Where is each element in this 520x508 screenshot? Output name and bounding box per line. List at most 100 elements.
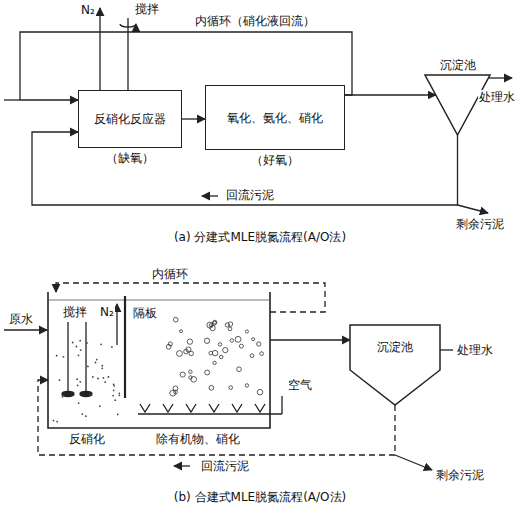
- sludge-dot: [92, 376, 94, 378]
- air-bubble: [170, 390, 176, 396]
- diffuser: [140, 404, 150, 412]
- air-bubble: [250, 354, 254, 358]
- air-bubble: [260, 352, 264, 356]
- air-bubble: [209, 385, 214, 390]
- sludge-dot: [56, 421, 58, 423]
- node-heading: （好氧）: [251, 153, 299, 167]
- rotation-arrow: [120, 24, 136, 27]
- gas-arrow: [99, 8, 100, 90]
- air-bubble: [209, 351, 213, 355]
- diffuser: [255, 404, 265, 412]
- anoxic-reactor: 反硝化反应器（缺氧）: [78, 90, 182, 148]
- air-bubble: [239, 344, 243, 348]
- air-bubble: [252, 338, 255, 341]
- sludge-dot: [104, 381, 106, 383]
- air-bubble: [187, 339, 192, 344]
- waste-sludge-label: 剩余污泥: [455, 217, 505, 231]
- sludge-dot: [81, 413, 83, 415]
- sludge-dot: [62, 396, 64, 398]
- air-bubble: [166, 344, 171, 349]
- node-label: 反硝化反应器: [94, 112, 166, 126]
- air-bubble: [218, 343, 221, 346]
- stirrer-label: 搅拌: [134, 2, 160, 16]
- sludge-dot: [95, 362, 97, 364]
- air-pipe: [281, 396, 282, 414]
- gas-arrow: [116, 304, 117, 345]
- sludge-dot: [99, 405, 101, 407]
- effluent-pipe: [488, 77, 512, 78]
- baffle-label: 隔板: [132, 306, 158, 320]
- air-bubbles: [166, 317, 263, 396]
- sludge-dot: [78, 355, 80, 357]
- air-bubble: [235, 336, 241, 342]
- sludge-dot: [108, 376, 110, 378]
- figure-caption: (a) 分建式MLE脱氮流程(A/O法): [173, 230, 347, 244]
- outline: [350, 325, 440, 405]
- flow-connector: [345, 94, 436, 95]
- node-label: 沉淀池: [377, 340, 413, 354]
- flow-connector: [38, 380, 395, 455]
- air-bubble: [230, 339, 234, 343]
- sludge-dot: [114, 399, 116, 401]
- connector-label: 回流污泥: [225, 188, 275, 202]
- stirrer-propeller: [80, 392, 92, 397]
- sludge-dot: [86, 342, 88, 344]
- water-surface: [48, 300, 270, 301]
- stirrer-label: 搅拌: [62, 305, 88, 319]
- influent-pipe: [4, 99, 20, 100]
- tank-wall: [48, 292, 270, 428]
- stirrer-shaft: [67, 322, 68, 392]
- baffle: [124, 296, 126, 398]
- gas-label: N₂: [80, 3, 96, 17]
- air-label: 空气: [287, 378, 313, 392]
- air-bubble: [179, 330, 182, 333]
- diffuser: [209, 404, 219, 412]
- node-heading: （缺氧）: [106, 151, 154, 165]
- sludge-dot: [72, 342, 74, 344]
- sludge-dot: [111, 346, 113, 348]
- aerobic-tank: 氧化、氨化、硝化（好氧）: [205, 85, 345, 150]
- outline: [425, 75, 490, 135]
- air-bubble: [191, 377, 197, 383]
- connector-label: 回流污泥: [200, 459, 250, 473]
- influent-label: 原水: [8, 312, 34, 326]
- sludge-dot: [79, 381, 81, 383]
- sludge-dot: [96, 359, 98, 361]
- flow-direction-arrow: [202, 195, 218, 196]
- air-bubble: [257, 389, 263, 395]
- flow-connector: [182, 118, 205, 119]
- settling-tank: 沉淀池: [350, 325, 440, 405]
- sludge-dot: [89, 394, 91, 396]
- effluent-label: 处理水: [456, 343, 494, 357]
- sludge-dot: [113, 385, 115, 387]
- sludge-dot: [53, 420, 55, 422]
- air-bubble: [237, 367, 242, 372]
- flow-connector: [56, 283, 325, 312]
- diffuser: [232, 404, 242, 412]
- sludge-dot: [76, 378, 78, 380]
- node-heading: 反硝化: [69, 432, 105, 446]
- figure-caption: (b) 合建式MLE脱氮流程(A/O法): [173, 490, 347, 504]
- air-bubble: [257, 342, 261, 346]
- sludge-dot: [103, 377, 105, 379]
- air-pipe: [138, 413, 282, 414]
- air-bubble: [223, 348, 228, 353]
- air-bubble: [205, 370, 210, 375]
- sludge-dots: [53, 340, 121, 423]
- stirrer-shaft: [85, 322, 86, 392]
- sludge-dot: [113, 389, 115, 391]
- air-bubble: [229, 386, 233, 390]
- sludge-dot: [77, 384, 79, 386]
- air-bubble: [173, 317, 178, 322]
- effluent-label: 处理水: [478, 90, 516, 104]
- connector-label: 内循环（硝化液回流）: [194, 14, 316, 28]
- waste-sludge-pipe: [395, 455, 432, 470]
- diffusers: [140, 404, 265, 412]
- sludge-dot: [85, 415, 87, 417]
- stirrer-propeller: [62, 392, 74, 397]
- sludge-dot: [117, 414, 119, 416]
- settling-tank: 沉淀池: [425, 75, 490, 135]
- air-bubble: [219, 355, 223, 359]
- waste-sludge-pipe: [458, 205, 489, 213]
